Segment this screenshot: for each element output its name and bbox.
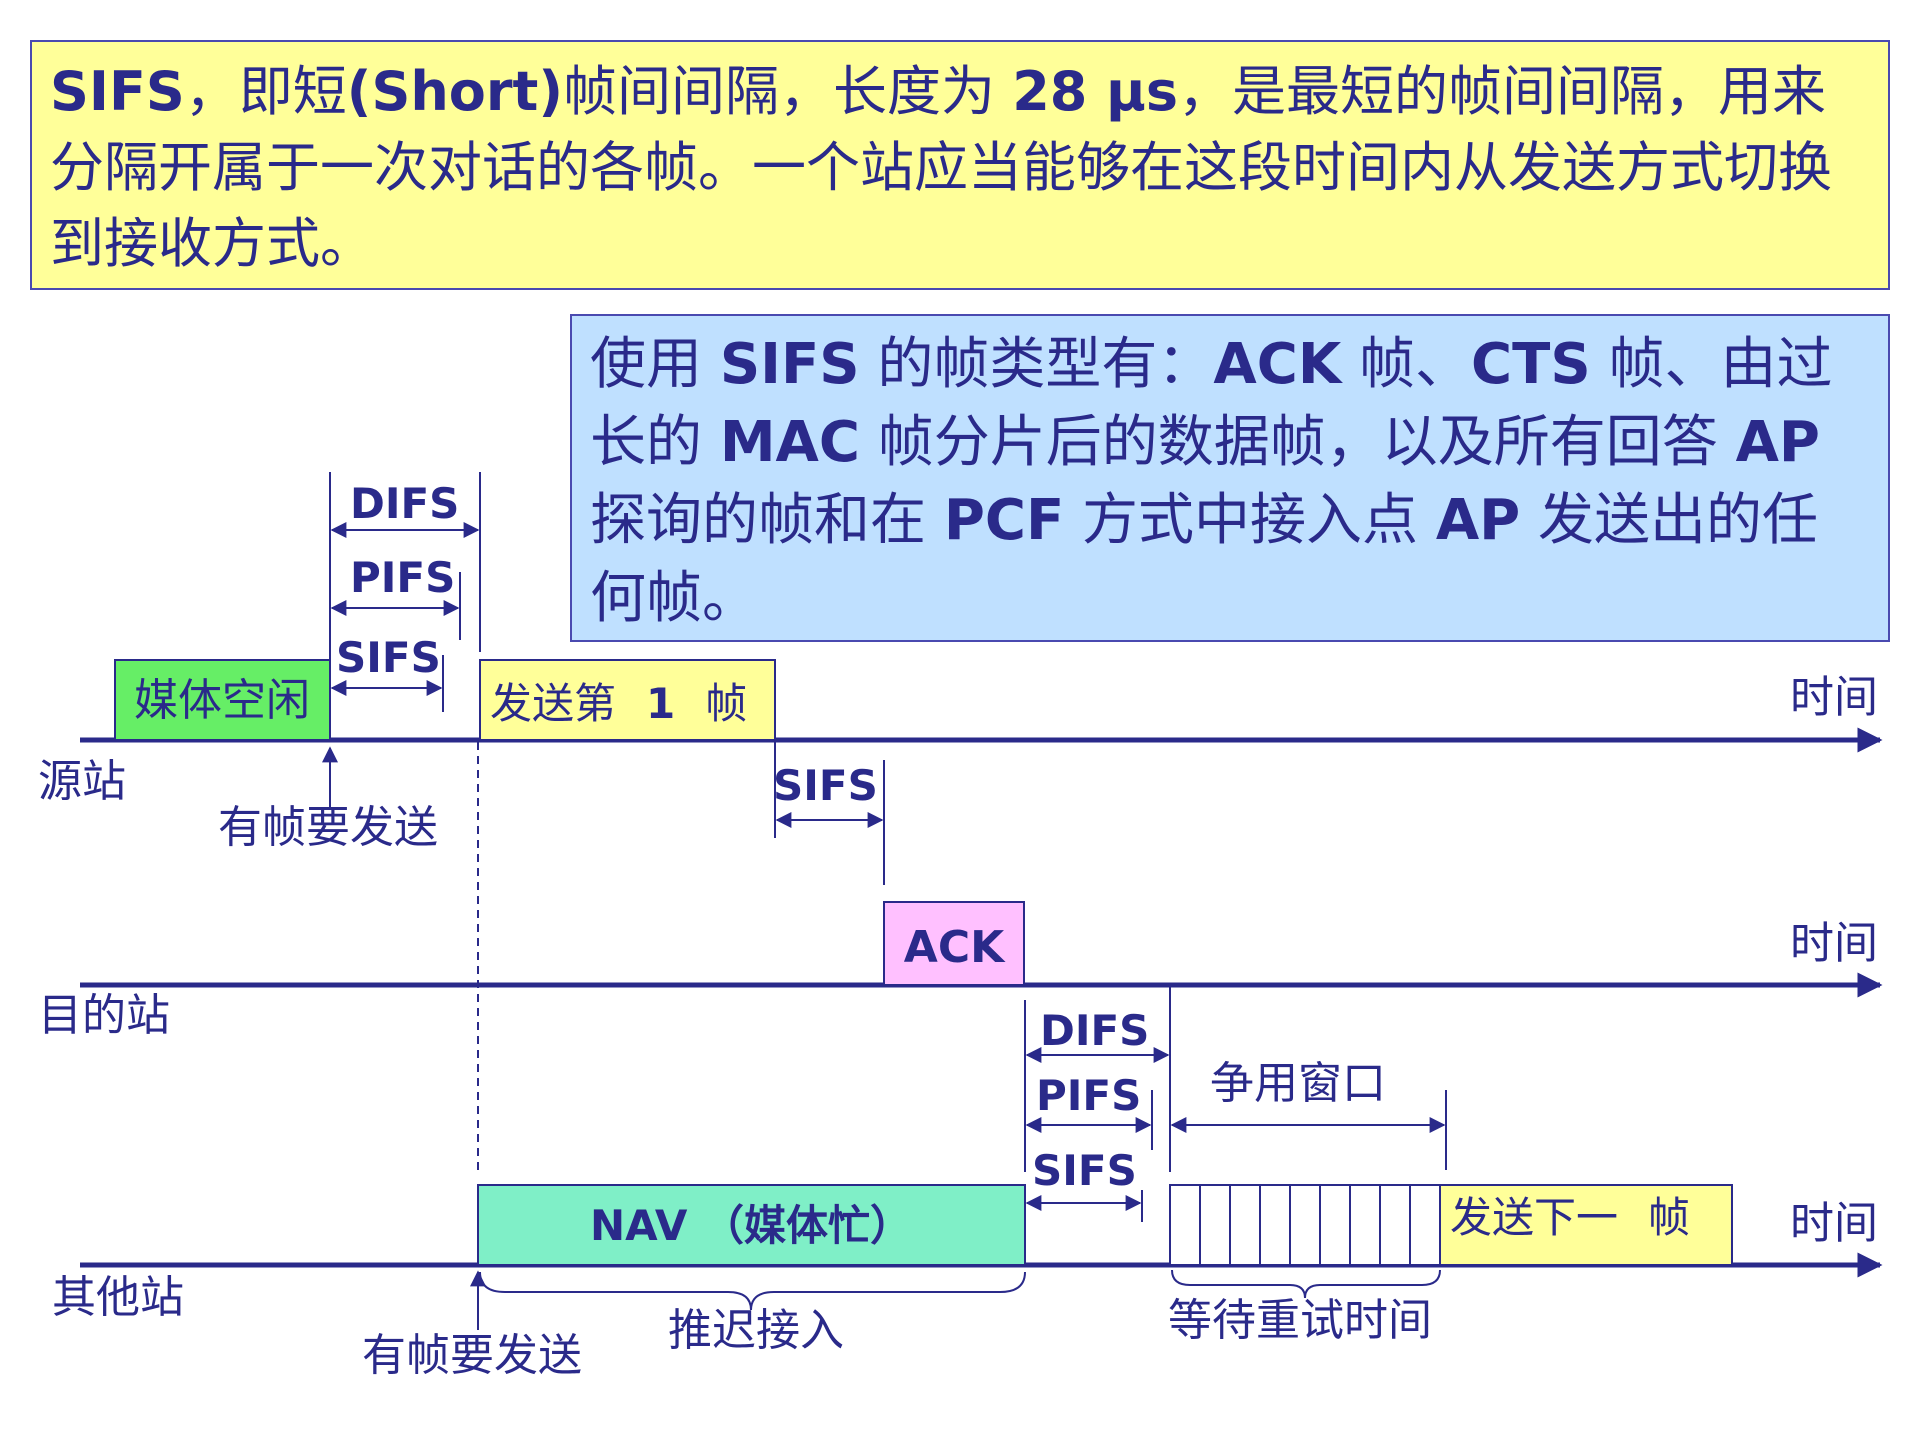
note-text: 帧间间隔，长度为: [563, 60, 1013, 123]
nav-label: NAV （媒体忙）: [590, 1201, 912, 1250]
short-term: (Short): [346, 60, 564, 123]
nav-block: [477, 1184, 1026, 1266]
term-sifs: SIFS: [719, 332, 860, 397]
defer-access-brace: [479, 1271, 1026, 1311]
note-text: 发送出的任何帧。: [590, 488, 1819, 631]
note-text: 的帧类型有：: [859, 332, 1214, 397]
station-destination-label: 目的站: [38, 990, 170, 1041]
sifs-duration: 28 μs: [1012, 60, 1179, 123]
station-others-label: 其他站: [52, 1272, 184, 1323]
source-sifs-label: SIFS: [336, 633, 441, 682]
term-ap: AP: [1435, 488, 1521, 553]
note-text: 帧、由过长的: [590, 332, 1833, 475]
others-has-frame-label: 有帧要发送: [362, 1330, 582, 1381]
backoff-slots: [1169, 1184, 1441, 1266]
note-text: 使用: [590, 332, 720, 397]
term-ap: AP: [1735, 410, 1820, 475]
backoff-wait-label: 等待重试时间: [1168, 1295, 1432, 1346]
sifs-term: SIFS: [50, 60, 185, 123]
note-text: 帧分片后的数据帧，以及所有回答: [859, 410, 1736, 475]
contention-window-label: 争用窗口: [1210, 1058, 1386, 1109]
note-text: 帧、: [1341, 332, 1472, 397]
send-next-frame-block: [1439, 1184, 1733, 1266]
backoff-wait-brace: [1171, 1269, 1441, 1299]
note-text: 方式中接入点: [1064, 488, 1436, 553]
ack-label: ACK: [904, 922, 1006, 973]
sifs-description-note: SIFS，即短(Short)帧间间隔，长度为 28 μs，是最短的帧间间隔，用来…: [30, 40, 1890, 290]
note-text: 探询的帧和在: [590, 488, 944, 553]
note-text: ，即短: [184, 60, 347, 123]
source-has-frame-label: 有帧要发送: [218, 802, 438, 853]
time-label-others: 时间: [1790, 1198, 1878, 1249]
source-pifs-label: PIFS: [350, 553, 455, 602]
ack-block: [883, 901, 1025, 986]
send-next-frame-label: 发送下一帧: [1450, 1193, 1690, 1242]
others-pifs-label: PIFS: [1036, 1071, 1141, 1120]
note-text: ，是最短的帧间间隔，用来分隔开属于一次对话的各帧。一个站应当能够在这段时间内从发…: [50, 60, 1832, 275]
term-cts: CTS: [1471, 332, 1591, 397]
medium-idle-label: 媒体空闲: [134, 675, 310, 726]
source-difs-label: DIFS: [350, 479, 459, 528]
others-difs-label: DIFS: [1040, 1006, 1149, 1055]
term-mac: MAC: [719, 410, 860, 475]
dest-sifs-label: SIFS: [773, 761, 878, 810]
send-frame1-block: [479, 659, 776, 741]
backoff-slot-dividers: [1199, 1185, 1411, 1265]
medium-idle-block: [114, 659, 331, 741]
time-label-destination: 时间: [1790, 918, 1878, 969]
term-pcf: PCF: [943, 488, 1065, 553]
defer-access-label: 推迟接入: [668, 1305, 844, 1356]
time-label-source: 时间: [1790, 672, 1878, 723]
others-sifs-label: SIFS: [1032, 1146, 1137, 1195]
term-ack: ACK: [1213, 332, 1342, 397]
station-source-label: 源站: [38, 756, 126, 807]
sifs-frame-types-note: 使用 SIFS 的帧类型有：ACK 帧、CTS 帧、由过长的 MAC 帧分片后的…: [570, 314, 1890, 642]
